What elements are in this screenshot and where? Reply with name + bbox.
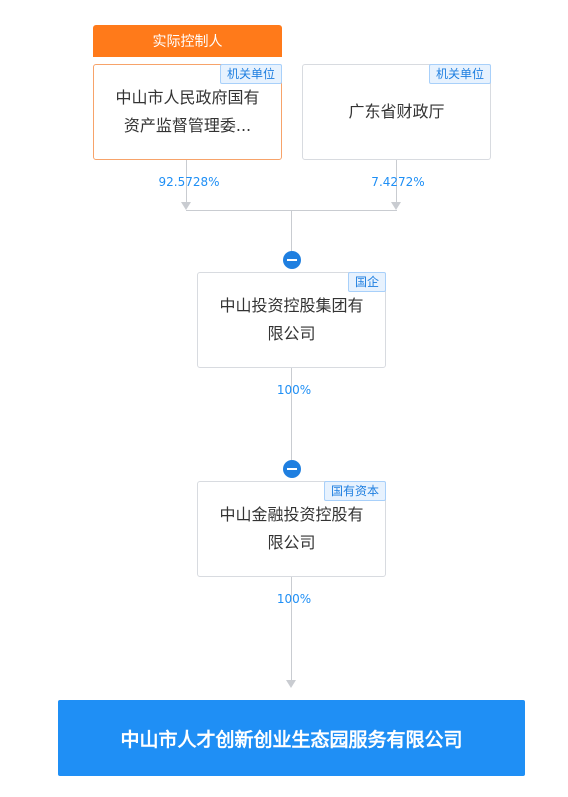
connector-right — [396, 160, 397, 204]
entity-type-tag: 国有资本 — [323, 481, 386, 501]
company-node[interactable]: 国企 中山投资控股集团有限公司 — [197, 272, 386, 368]
percent-label: 92.5728% — [158, 175, 220, 189]
target-company[interactable]: 中山市人才创新创业生态园服务有限公司 — [58, 700, 525, 776]
collapse-icon[interactable] — [283, 251, 301, 269]
percent-label: 7.4272% — [371, 175, 425, 189]
collapse-icon[interactable] — [283, 460, 301, 478]
arrow-target-icon — [286, 680, 296, 688]
company-node[interactable]: 国有资本 中山金融投资控股有限公司 — [197, 481, 386, 577]
connector-mid-1 — [291, 210, 292, 252]
arrow-right-icon — [391, 202, 401, 210]
connector-left — [186, 160, 187, 204]
entity-type-tag: 机关单位 — [428, 64, 491, 84]
shareholder-name: 中山市人民政府国有资产监督管理委... — [115, 88, 260, 135]
shareholder-node[interactable]: 机关单位 中山市人民政府国有资产监督管理委... — [93, 64, 282, 160]
shareholder-node[interactable]: 机关单位 广东省财政厅 — [302, 64, 491, 160]
company-name: 中山投资控股集团有限公司 — [219, 296, 364, 343]
percent-label: 100% — [276, 592, 312, 606]
connector-mid-3 — [291, 577, 292, 681]
arrow-left-icon — [181, 202, 191, 210]
connector-mid-2 — [291, 368, 292, 460]
percent-label: 100% — [276, 383, 312, 397]
controller-badge: 实际控制人 — [93, 25, 282, 57]
company-name: 中山金融投资控股有限公司 — [219, 505, 364, 552]
shareholder-name: 广东省财政厅 — [348, 102, 445, 121]
entity-type-tag: 国企 — [347, 272, 386, 292]
entity-type-tag: 机关单位 — [219, 64, 282, 84]
